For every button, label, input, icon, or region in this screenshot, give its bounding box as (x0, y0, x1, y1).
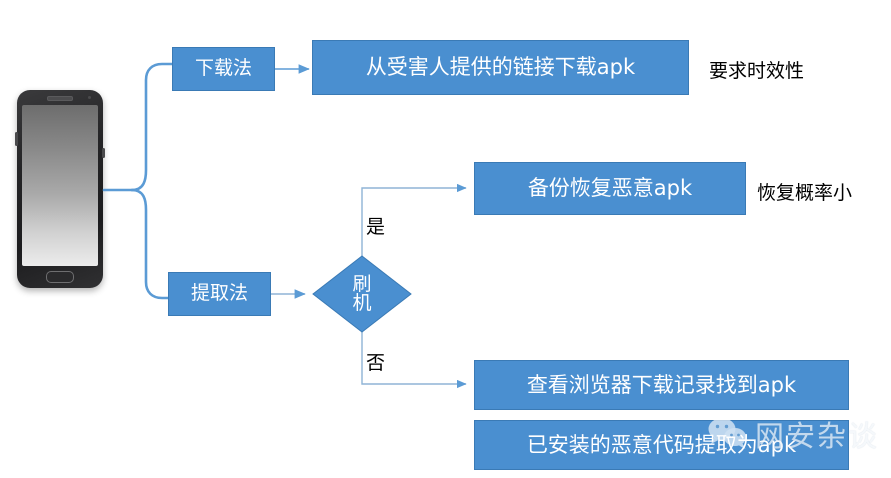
node-flash-rom-label-line-2: 机 (352, 292, 372, 314)
node-download-method-label: 下载法 (194, 57, 252, 80)
phone-camera-icon (88, 96, 91, 99)
node-backup-restore-label: 备份恢复恶意apk (527, 176, 693, 201)
node-flash-rom[interactable]: 刷 机 (312, 255, 412, 333)
phone-power-button-icon (102, 148, 105, 158)
phone-home-button (46, 271, 74, 283)
node-browser-history[interactable]: 查看浏览器下载记录找到apk (474, 360, 849, 410)
phone-volume-button-icon (15, 132, 18, 146)
node-download-apk[interactable]: 从受害人提供的链接下载apk (312, 40, 689, 95)
node-browser-history-label: 查看浏览器下载记录找到apk (526, 372, 797, 397)
node-download-method[interactable]: 下载法 (172, 47, 275, 91)
node-extract-method-label: 提取法 (190, 282, 248, 305)
annotation-low-recovery: 恢复概率小 (757, 182, 853, 204)
node-backup-restore[interactable]: 备份恢复恶意apk (474, 162, 746, 215)
wechat-icon (708, 418, 746, 449)
phone-fork-connector (102, 62, 174, 300)
watermark: 网安杂谈 (707, 413, 879, 455)
node-flash-rom-label-line-1: 刷 (352, 273, 372, 295)
diamond-shape (312, 255, 412, 333)
branch-label-no: 否 (366, 352, 386, 374)
smartphone-illustration (15, 90, 105, 288)
node-download-apk-label: 从受害人提供的链接下载apk (365, 55, 636, 80)
annotation-timeliness: 要求时效性 (709, 60, 805, 82)
node-extract-method[interactable]: 提取法 (168, 272, 271, 316)
phone-screen (22, 105, 98, 266)
node-extract-installed[interactable]: 已安装的恶意代码提取为apk (474, 420, 849, 470)
node-flash-rom-label: 刷 机 (312, 255, 412, 333)
node-extract-installed-label: 已安装的恶意代码提取为apk (526, 432, 797, 457)
watermark-text: 网安杂谈 (755, 419, 880, 453)
branch-label-yes: 是 (366, 216, 386, 238)
phone-speaker-icon (47, 96, 73, 101)
